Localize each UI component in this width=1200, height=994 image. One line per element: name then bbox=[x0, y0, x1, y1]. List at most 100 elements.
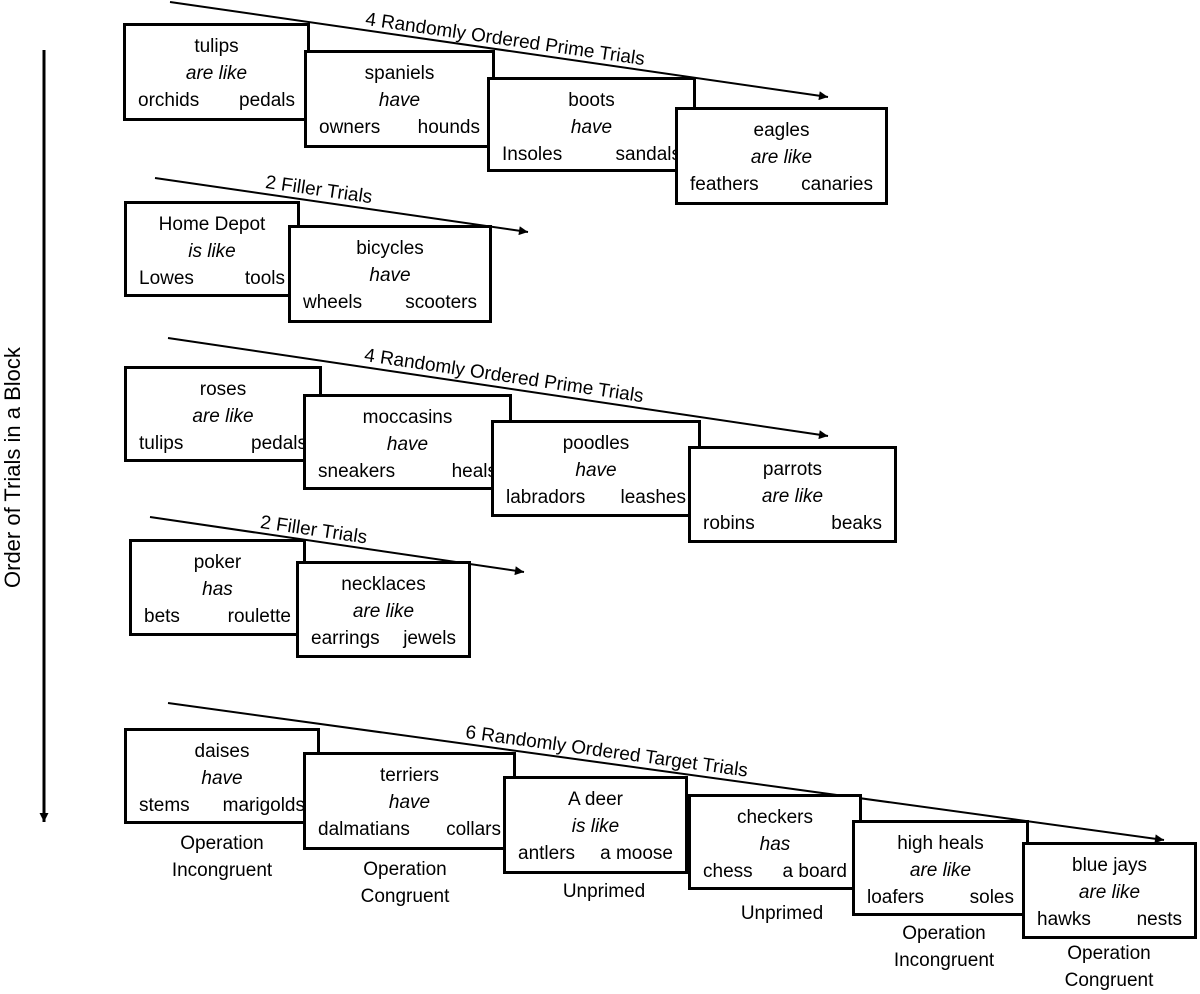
trial-choices: labradors leashes bbox=[494, 484, 698, 511]
trial-subject: spaniels bbox=[364, 63, 435, 84]
trial-relation: are like bbox=[352, 601, 415, 622]
trial-relation: have bbox=[201, 768, 243, 789]
choice-right: scooters bbox=[405, 292, 477, 313]
choice-left: wheels bbox=[303, 292, 363, 313]
trial-relation: have bbox=[570, 117, 613, 138]
choice-left: owners bbox=[319, 117, 381, 138]
trial-condition-label: Unprimed bbox=[740, 903, 824, 924]
trial-choices: loafers soles bbox=[855, 884, 1026, 911]
trial-choices: robins beaks bbox=[691, 510, 894, 537]
group-sequence-arrow bbox=[154, 177, 529, 236]
trial-subject: eagles bbox=[753, 120, 810, 141]
trial-choices: Lowes tools bbox=[127, 265, 297, 292]
choice-left: Insoles bbox=[502, 144, 563, 165]
trial-condition-label: Unprimed bbox=[562, 881, 646, 902]
trial-subject: moccasins bbox=[362, 407, 453, 428]
trial-relation: is like bbox=[571, 816, 620, 837]
trial-relation: are like bbox=[761, 486, 824, 507]
trial-subject: poker bbox=[193, 552, 242, 573]
choice-left: feathers bbox=[690, 174, 759, 195]
choice-right: marigolds bbox=[222, 795, 305, 816]
trial-subject: checkers bbox=[736, 807, 814, 828]
trial-relation: have bbox=[369, 265, 411, 286]
choice-right: collars bbox=[446, 819, 501, 840]
trial-subject: boots bbox=[568, 90, 615, 111]
trial-subject: terriers bbox=[379, 765, 440, 786]
trial-box: high heals are like loafers soles bbox=[852, 820, 1029, 916]
trial-subject: poodles bbox=[562, 433, 630, 454]
choice-left: dalmatians bbox=[318, 819, 410, 840]
choice-right: beaks bbox=[831, 513, 882, 534]
trial-choices: Insoles sandals bbox=[490, 141, 693, 168]
choice-left: tulips bbox=[139, 433, 184, 454]
trial-relation: are like bbox=[1078, 882, 1141, 903]
choice-left: hawks bbox=[1037, 909, 1091, 930]
trial-choices: stems marigolds bbox=[127, 792, 317, 819]
choice-left: loafers bbox=[867, 887, 925, 908]
choice-right: roulette bbox=[227, 606, 291, 627]
trial-condition-label: Operation Incongruent bbox=[171, 833, 273, 881]
choice-left: labradors bbox=[506, 487, 586, 508]
trial-subject: bicycles bbox=[356, 238, 424, 259]
trial-subject: tulips bbox=[194, 36, 239, 57]
choice-right: a board bbox=[782, 861, 847, 882]
trial-subject: roses bbox=[199, 379, 247, 400]
trial-relation: have bbox=[378, 90, 421, 111]
choice-right: tools bbox=[244, 268, 285, 289]
trial-subject: parrots bbox=[762, 459, 823, 480]
trial-box: blue jays are like hawks nests bbox=[1022, 842, 1197, 939]
trial-choices: wheels scooters bbox=[291, 289, 489, 316]
trial-subject: Home Depot bbox=[158, 214, 266, 235]
trial-condition-label: Operation Congruent bbox=[1064, 943, 1154, 991]
group-sequence-arrow bbox=[169, 1, 829, 101]
trial-box: daises have stems marigolds bbox=[124, 728, 320, 824]
trial-choices: chess a board bbox=[691, 858, 859, 885]
trial-relation: have bbox=[575, 460, 617, 481]
choice-left: bets bbox=[144, 606, 180, 627]
choice-left: antlers bbox=[518, 843, 576, 864]
choice-left: chess bbox=[703, 861, 753, 882]
trial-choices: sneakers heals bbox=[306, 458, 509, 485]
group-sequence-arrow bbox=[167, 337, 829, 440]
choice-right: jewels bbox=[403, 628, 456, 649]
trial-relation: are like bbox=[909, 860, 972, 881]
trial-choices: bets roulette bbox=[132, 603, 303, 630]
trial-condition-label: Operation Incongruent bbox=[893, 923, 995, 971]
choice-right: heals bbox=[451, 461, 497, 482]
trial-subject: daises bbox=[194, 741, 250, 762]
trial-subject: A deer bbox=[568, 789, 623, 810]
group-sequence-arrow bbox=[167, 702, 1165, 844]
choice-left: Lowes bbox=[139, 268, 194, 289]
trial-subject: blue jays bbox=[1072, 855, 1147, 876]
order-axis-label: Order of Trials in a Block bbox=[0, 347, 25, 588]
choice-right: soles bbox=[969, 887, 1014, 908]
trial-box: poker has bets roulette bbox=[129, 539, 306, 636]
choice-left: robins bbox=[703, 513, 755, 534]
trial-relation: have bbox=[386, 434, 429, 455]
choice-right: leashes bbox=[620, 487, 687, 508]
trial-condition-label: Operation Congruent bbox=[360, 859, 450, 907]
choice-right: sandals bbox=[615, 144, 682, 165]
choice-left: stems bbox=[139, 795, 190, 816]
trial-box: moccasins have sneakers heals bbox=[303, 394, 512, 490]
trial-subject: necklaces bbox=[341, 574, 426, 595]
choice-left: orchids bbox=[138, 90, 200, 111]
choice-right: nests bbox=[1136, 909, 1182, 930]
trial-subject: high heals bbox=[897, 833, 984, 854]
trial-relation: are like bbox=[185, 63, 248, 84]
trial-relation: has bbox=[202, 579, 233, 600]
choice-left: sneakers bbox=[318, 461, 396, 482]
